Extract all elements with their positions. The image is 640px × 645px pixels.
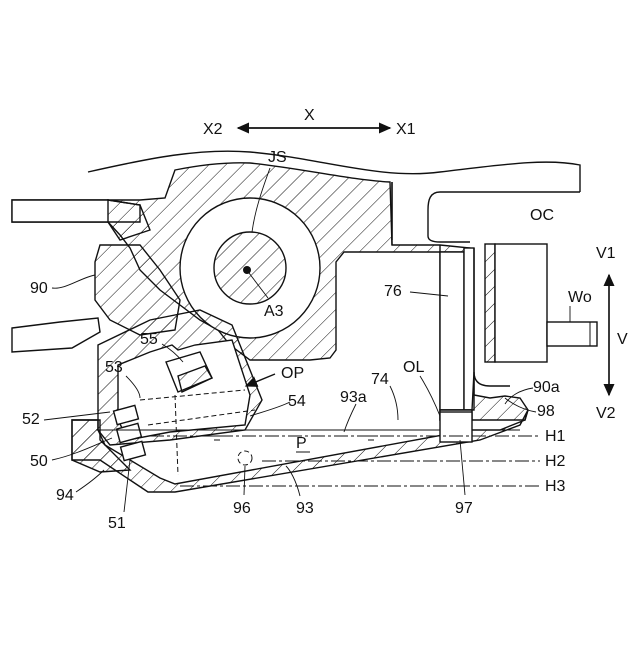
label-h2: H2 [545, 453, 566, 470]
plate-76 [440, 252, 464, 410]
v-direction-arrow: V1 V V2 [596, 245, 628, 422]
v1-label: V1 [596, 245, 616, 262]
component-oc [495, 244, 547, 362]
label-op: OP [281, 365, 304, 382]
part-97 [440, 412, 472, 442]
label-55: 55 [140, 331, 158, 348]
lower-jaw [12, 318, 100, 352]
seal-strip [485, 244, 495, 362]
v2-label: V2 [596, 405, 616, 422]
label-93a: 93a [340, 389, 367, 406]
label-76: 76 [384, 283, 402, 300]
label-97: 97 [455, 500, 473, 517]
label-96: 96 [233, 500, 251, 517]
label-74: 74 [371, 371, 389, 388]
x1-label: X1 [396, 121, 416, 138]
label-oc: OC [530, 207, 554, 224]
label-52: 52 [22, 411, 40, 428]
label-ol: OL [403, 359, 424, 376]
label-93: 93 [296, 500, 314, 517]
x-label: X [304, 107, 315, 124]
label-51: 51 [108, 515, 126, 532]
label-53: 53 [105, 359, 123, 376]
label-94: 94 [56, 487, 74, 504]
part-96 [238, 451, 252, 465]
label-98: 98 [537, 403, 555, 420]
label-h3: H3 [545, 478, 566, 495]
label-js: JS [268, 149, 287, 166]
axis-a3-point [243, 266, 251, 274]
label-h1: H1 [545, 428, 566, 445]
label-90a: 90a [533, 379, 560, 396]
label-a3: A3 [264, 303, 284, 320]
x-direction-arrow: X X2 X1 [203, 107, 416, 138]
label-90: 90 [30, 280, 48, 297]
v-label: V [617, 331, 628, 348]
label-54: 54 [288, 393, 306, 410]
x2-label: X2 [203, 121, 223, 138]
label-50: 50 [30, 453, 48, 470]
label-p: P [296, 435, 307, 452]
label-wo: Wo [568, 289, 592, 306]
